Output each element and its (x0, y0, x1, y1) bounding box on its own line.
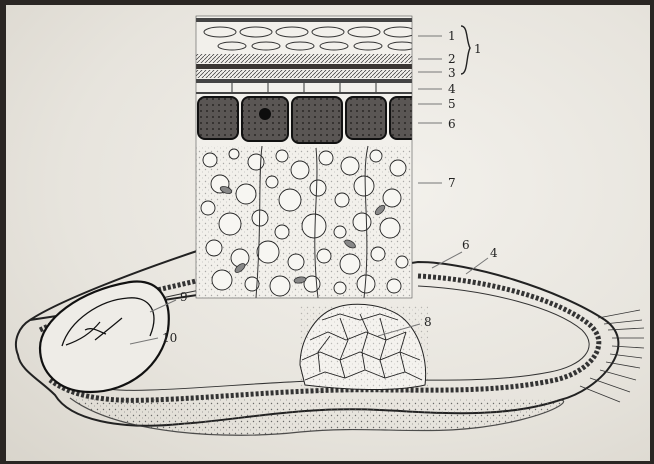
label-lower-6: 6 (462, 238, 470, 252)
starchy-endosperm (196, 146, 412, 298)
starch-cell-cluster (300, 304, 428, 393)
label-1: 1 (448, 29, 456, 43)
label-9: 9 (180, 290, 188, 304)
label-7: 7 (448, 176, 456, 190)
enlarged-section (196, 16, 420, 298)
label-5: 5 (448, 97, 456, 111)
label-3: 3 (448, 66, 456, 80)
label-lower-4: 4 (490, 246, 498, 260)
label-brace-1: 1 (474, 42, 482, 56)
embryo-outline (40, 282, 169, 392)
layer-brace (461, 26, 470, 74)
label-4: 4 (448, 82, 456, 96)
label-10: 10 (162, 331, 177, 345)
label-8: 8 (424, 315, 432, 329)
label-6: 6 (448, 117, 456, 131)
label-2: 2 (448, 52, 456, 66)
grain-bottom-lobe (70, 398, 564, 435)
